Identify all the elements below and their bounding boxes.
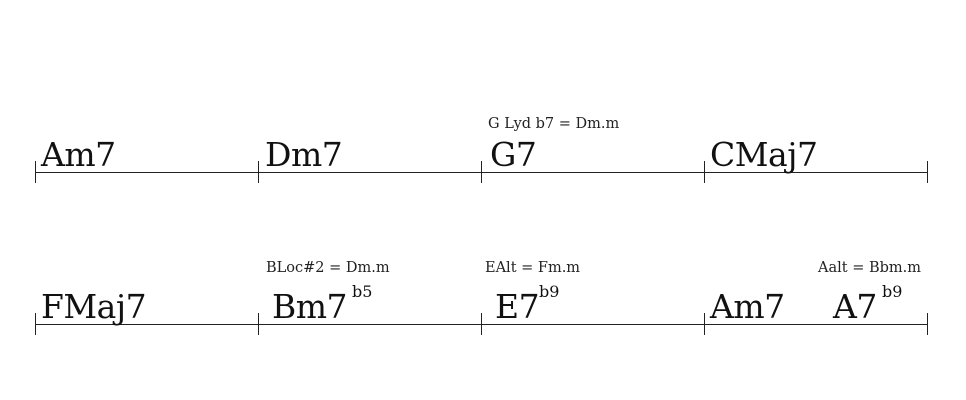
barline [258, 161, 259, 183]
scale-annotation: BLoc#2 = Dm.m [266, 260, 390, 276]
staff-line-1: Am7 Dm7 G Lyd b7 = Dm.m G7 CMaj7 [35, 116, 928, 183]
barline [704, 161, 705, 183]
chord-extension: b5 [352, 282, 373, 301]
scale-annotation: G Lyd b7 = Dm.m [488, 116, 620, 132]
barline [35, 313, 36, 335]
barline [481, 313, 482, 335]
chord-symbol: Bm7 [272, 287, 348, 326]
scale-annotation: EAlt = Fm.m [485, 260, 581, 276]
chord-extension: b9 [539, 282, 560, 301]
barline [481, 161, 482, 183]
scale-annotation: Aalt = Bbm.m [818, 260, 921, 276]
chord-symbol: Dm7 [265, 135, 343, 174]
barline [927, 313, 928, 335]
barline [258, 313, 259, 335]
chord-symbol: G7 [490, 135, 537, 174]
barline [927, 161, 928, 183]
chord-extension: b9 [882, 282, 903, 301]
chord-symbol: Am7 [710, 287, 785, 326]
chord-symbol: Am7 [41, 135, 116, 174]
chord-symbol: E7 [495, 287, 540, 326]
barline [704, 313, 705, 335]
chord-symbol: CMaj7 [710, 135, 818, 174]
chord-symbol: A7 [833, 287, 877, 326]
barline [35, 161, 36, 183]
chord-symbol: FMaj7 [41, 287, 147, 326]
